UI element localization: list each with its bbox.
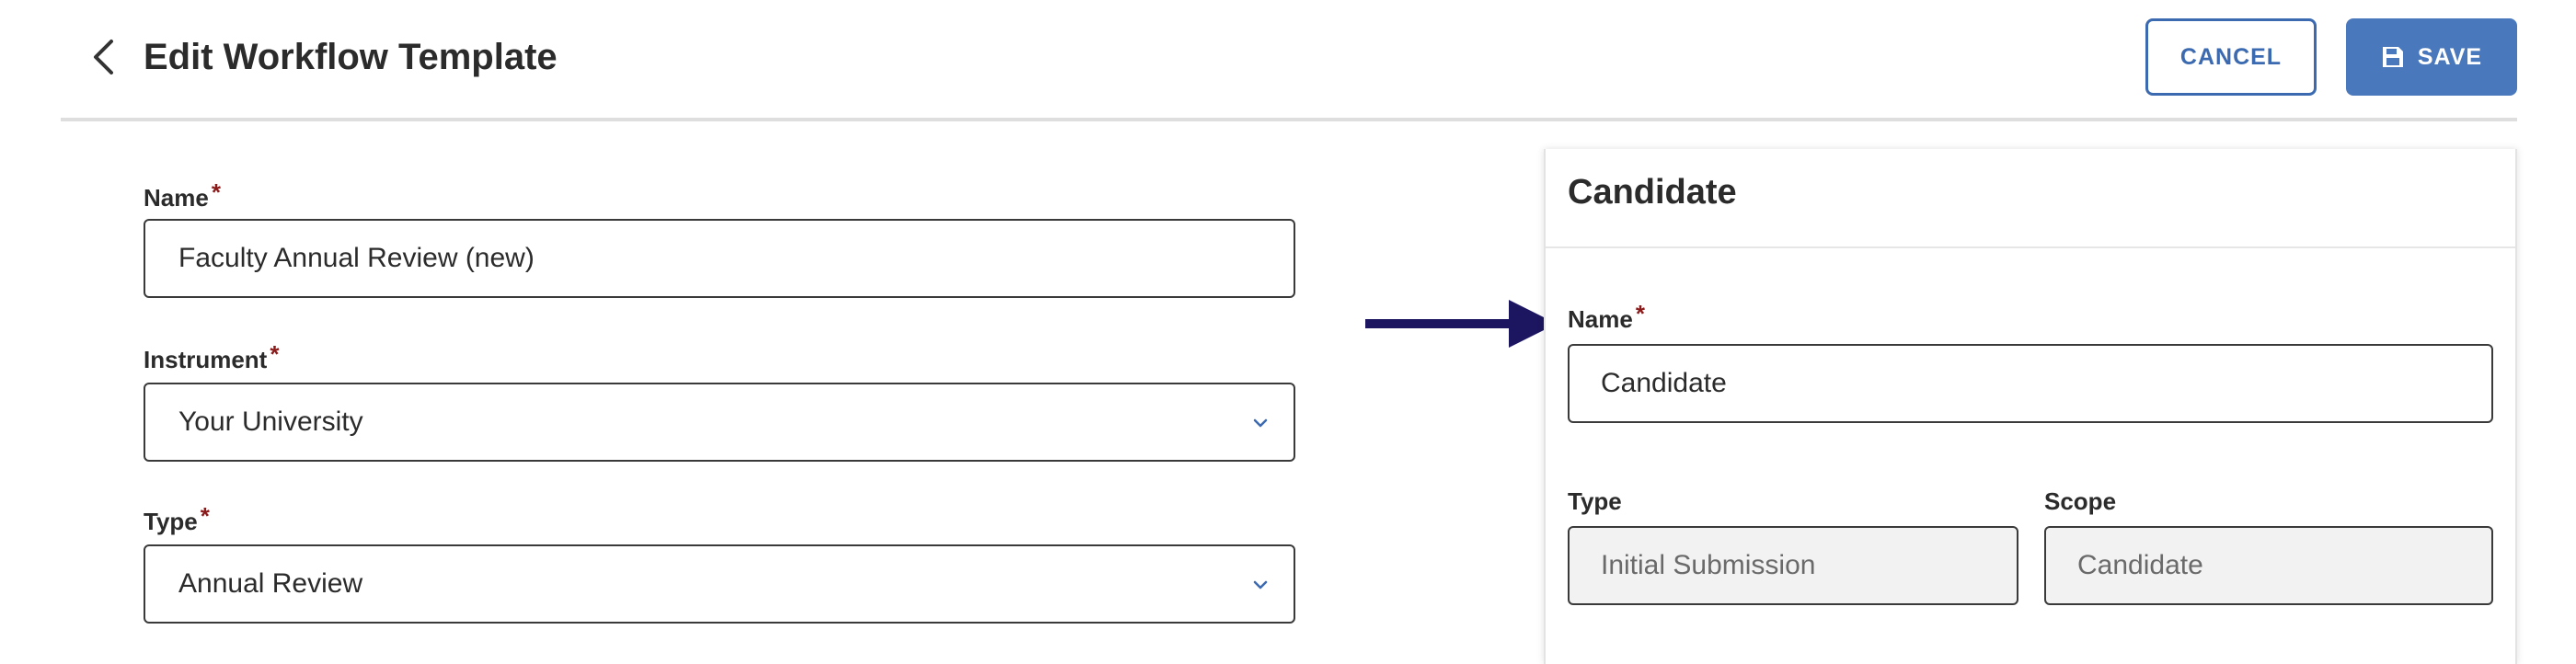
- panel-type-field-label: Type: [1568, 487, 1622, 516]
- type-label-text: Type: [144, 508, 198, 535]
- panel-header: Candidate: [1546, 149, 2515, 248]
- type-select[interactable]: Annual Review: [144, 544, 1295, 624]
- panel-scope-field-label: Scope: [2044, 487, 2116, 516]
- required-marker: *: [211, 178, 221, 206]
- arrow-right-icon: [1365, 300, 1557, 348]
- page-header: Edit Workflow Template CANCEL SAVE: [61, 0, 2517, 121]
- name-label-text: Name: [144, 184, 209, 212]
- name-input[interactable]: [144, 219, 1295, 298]
- panel-name-field-label: Name*: [1568, 300, 1645, 334]
- cancel-button[interactable]: CANCEL: [2145, 18, 2317, 96]
- page-title: Edit Workflow Template: [144, 37, 558, 77]
- instrument-select[interactable]: Your University: [144, 383, 1295, 462]
- type-select-value: Annual Review: [178, 568, 363, 599]
- required-marker: *: [1635, 300, 1645, 327]
- name-field-label: Name*: [144, 178, 221, 212]
- panel-type-field: Initial Submission: [1568, 526, 2018, 605]
- save-button-label: SAVE: [2417, 43, 2483, 70]
- panel-name-label-text: Name: [1568, 305, 1633, 333]
- floppy-disk-icon: [2382, 47, 2403, 67]
- panel-type-value: Initial Submission: [1601, 550, 1816, 580]
- chevron-down-icon: [1253, 418, 1268, 428]
- panel-type-label-text: Type: [1568, 487, 1622, 515]
- panel-scope-label-text: Scope: [2044, 487, 2117, 515]
- panel-name-input[interactable]: [1568, 344, 2493, 423]
- type-field-label: Type*: [144, 502, 210, 536]
- panel-scope-value: Candidate: [2077, 550, 2203, 580]
- back-button[interactable]: [83, 31, 123, 83]
- panel-scope-field: Candidate: [2044, 526, 2493, 605]
- panel-title: Candidate: [1568, 173, 1737, 212]
- required-marker: *: [270, 340, 280, 368]
- instrument-field-label: Instrument*: [144, 340, 279, 374]
- chevron-left-icon: [94, 40, 113, 74]
- cancel-button-label: CANCEL: [2179, 43, 2283, 70]
- save-button[interactable]: SAVE: [2346, 18, 2517, 96]
- step-detail-panel: Candidate Name* Type Initial Submission …: [1544, 149, 2517, 664]
- instrument-label-text: Instrument: [144, 346, 268, 373]
- instrument-select-value: Your University: [178, 406, 363, 437]
- chevron-down-icon: [1253, 580, 1268, 590]
- required-marker: *: [200, 502, 210, 530]
